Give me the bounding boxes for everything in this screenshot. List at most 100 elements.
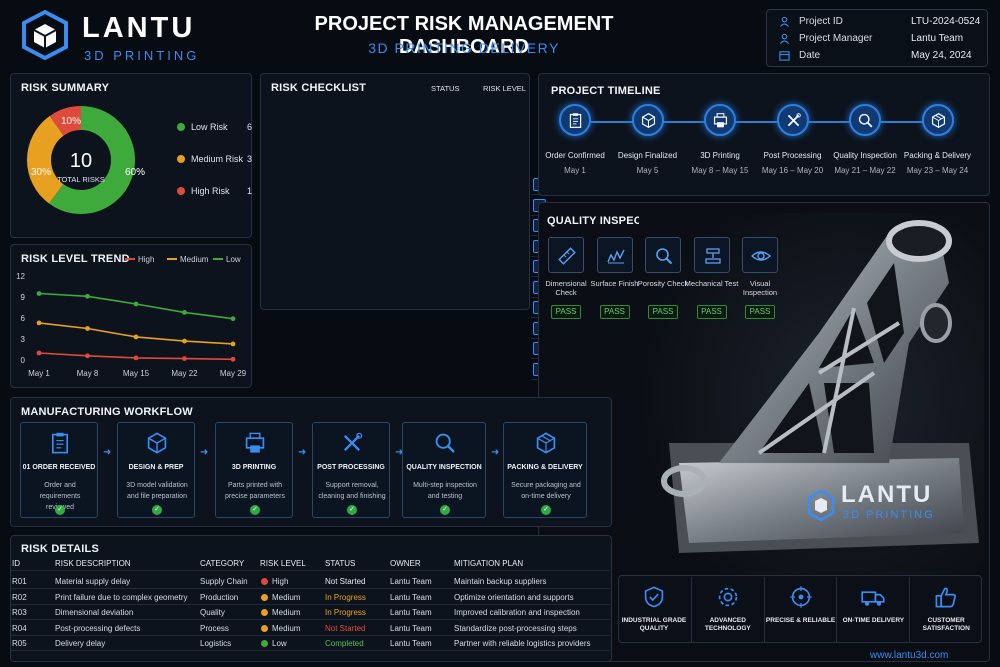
workflow-step[interactable]: PACKING & DELIVERY Secure packaging and …	[503, 422, 587, 518]
risk-level-dot	[261, 624, 268, 632]
feature-badge: INDUSTRIAL GRADE QUALITY	[618, 577, 690, 643]
timeline-step-date: May 21 – May 22	[834, 166, 896, 175]
info-label: Project ID	[799, 16, 843, 27]
risk-level: Low	[272, 639, 287, 648]
quality-check-box[interactable]	[645, 237, 681, 273]
quality-check-box[interactable]	[596, 237, 633, 273]
info-row-date: Date May 24, 2024	[767, 48, 987, 65]
table-row[interactable]: R01 Material supply delay Supply Chain H…	[10, 573, 610, 589]
workflow-title: MANUFACTURING WORKFLOW	[21, 406, 193, 418]
table-row[interactable]: R05 Delivery delay Logistics Low Complet…	[10, 635, 610, 651]
table-row[interactable]: R02 Print failure due to complex geometr…	[10, 589, 610, 605]
timeline-step-label: 3D Printing	[700, 151, 740, 160]
magnifier-icon	[435, 433, 455, 453]
risk-description: Delivery delay	[55, 639, 106, 648]
check-icon: ✓	[55, 505, 65, 515]
timeline-step-label: Order Confirmed	[545, 151, 605, 160]
website-link[interactable]: www.lantu3d.com	[870, 650, 949, 661]
mitigation-plan: Maintain backup suppliers	[454, 577, 547, 586]
x-tick-label: May 22	[171, 369, 198, 378]
risk-owner: Lantu Team	[390, 623, 432, 633]
table-header-cell: RISK DESCRIPTION	[55, 559, 131, 568]
quality-check-label: Porosity Check	[637, 279, 689, 288]
workflow-step[interactable]: QUALITY INSPECTION Multi-step inspection…	[402, 422, 486, 518]
check-icon: ✓	[250, 505, 260, 515]
risk-owner: Lantu Team	[390, 639, 432, 648]
risk-category: Quality	[200, 608, 225, 617]
workflow-step-title: QUALITY INSPECTION	[406, 464, 482, 471]
pass-badge: PASS	[648, 305, 678, 319]
workflow-step[interactable]: POST PROCESSING Support removal, cleanin…	[312, 422, 390, 518]
timeline-node[interactable]	[776, 104, 809, 136]
feature-badge: CUSTOMER SATISFACTION	[909, 577, 981, 643]
feature-badge: ON-TIME DELIVERY	[836, 577, 908, 643]
timeline-node[interactable]	[704, 104, 736, 136]
y-tick-label: 3	[21, 335, 26, 344]
risk-summary-title: RISK SUMMARY	[21, 82, 110, 94]
timeline-step-label: Quality Inspection	[833, 151, 897, 160]
checklist-status-header: STATUS	[431, 84, 460, 93]
risk-donut-chart	[27, 106, 135, 214]
workflow-step-desc: Multi-step inspection and testing	[413, 482, 477, 500]
risk-owner: Lantu Team	[390, 577, 432, 586]
workflow-step[interactable]: 01 ORDER RECEIVED Order and requirements…	[20, 422, 98, 518]
data-point	[85, 353, 90, 359]
ruler-icon	[558, 247, 576, 265]
timeline-node[interactable]	[921, 104, 954, 136]
mitigation-plan: Improved calibration and inspection	[454, 608, 580, 617]
badge-label: INDUSTRIAL GRADE QUALITY	[621, 617, 687, 632]
cube-logo-icon	[22, 10, 68, 60]
y-tick-label: 12	[16, 272, 25, 281]
risk-description: Post-processing defects	[55, 623, 141, 633]
quality-check-label: Mechanical Test	[684, 279, 739, 288]
surface-icon	[606, 249, 625, 264]
quality-check-box[interactable]	[693, 237, 730, 273]
table-row[interactable]: R04 Post-processing defects Process Medi…	[10, 620, 610, 636]
data-point	[182, 338, 187, 344]
check-icon: ✓	[347, 505, 357, 515]
risk-id: R02	[12, 592, 27, 602]
data-point	[36, 291, 42, 296]
data-point	[182, 310, 187, 315]
timeline-step-date: May 5	[636, 166, 659, 175]
workflow-step-desc: 3D model validation and file preparation	[126, 482, 188, 500]
brand-logo: LANTU 3D PRINTING	[20, 10, 250, 63]
timeline-node[interactable]	[631, 104, 664, 136]
risk-level: Medium	[272, 592, 301, 602]
risk-trend-title: RISK LEVEL TREND	[21, 253, 130, 265]
workflow-step[interactable]: DESIGN & PREP 3D model validation and fi…	[117, 422, 195, 518]
data-point	[133, 334, 139, 340]
workflow-step-desc: Secure packaging and on-time delivery	[511, 482, 581, 500]
donut-label-high: 10%	[61, 116, 82, 127]
info-value: Lantu Team	[911, 33, 964, 44]
workflow-step-desc: Parts printed with precise parameters	[225, 482, 285, 500]
tools-icon	[787, 113, 801, 127]
workflow-step[interactable]: 3D PRINTING Parts printed with precise p…	[215, 422, 293, 518]
data-point	[133, 301, 139, 307]
data-point	[230, 316, 236, 322]
badge-label: ON-TIME DELIVERY	[842, 617, 905, 624]
workflow-step-title: 01 ORDER RECEIVED	[22, 464, 96, 471]
info-label: Project Manager	[799, 33, 873, 44]
workflow-step-desc: Support removal, cleaning and finishing	[318, 482, 386, 500]
risk-details-panel: RISK DETAILS	[10, 535, 612, 662]
table-row[interactable]: R03 Dimensional deviation Quality Medium…	[10, 604, 610, 620]
data-point	[85, 326, 90, 331]
press-icon	[704, 248, 721, 264]
timeline-node[interactable]	[849, 104, 881, 136]
data-point	[36, 350, 42, 356]
quality-check-box[interactable]	[742, 237, 778, 273]
timeline-node[interactable]	[559, 104, 591, 136]
timeline-step-date: May 23 – May 24	[906, 166, 969, 175]
table-header-cell: MITIGATION PLAN	[454, 559, 524, 568]
y-tick-label: 9	[21, 293, 26, 302]
truck-icon	[861, 591, 886, 606]
risk-status: Not Started	[325, 577, 366, 586]
page-subtitle: 3D PRINTING DELIVERY	[368, 40, 560, 56]
legend-count: 6	[247, 122, 253, 132]
quality-check-box[interactable]	[548, 237, 584, 273]
timeline-title: PROJECT TIMELINE	[551, 85, 661, 97]
workflow-step-title: PACKING & DELIVERY	[507, 464, 583, 471]
data-point	[230, 356, 236, 362]
